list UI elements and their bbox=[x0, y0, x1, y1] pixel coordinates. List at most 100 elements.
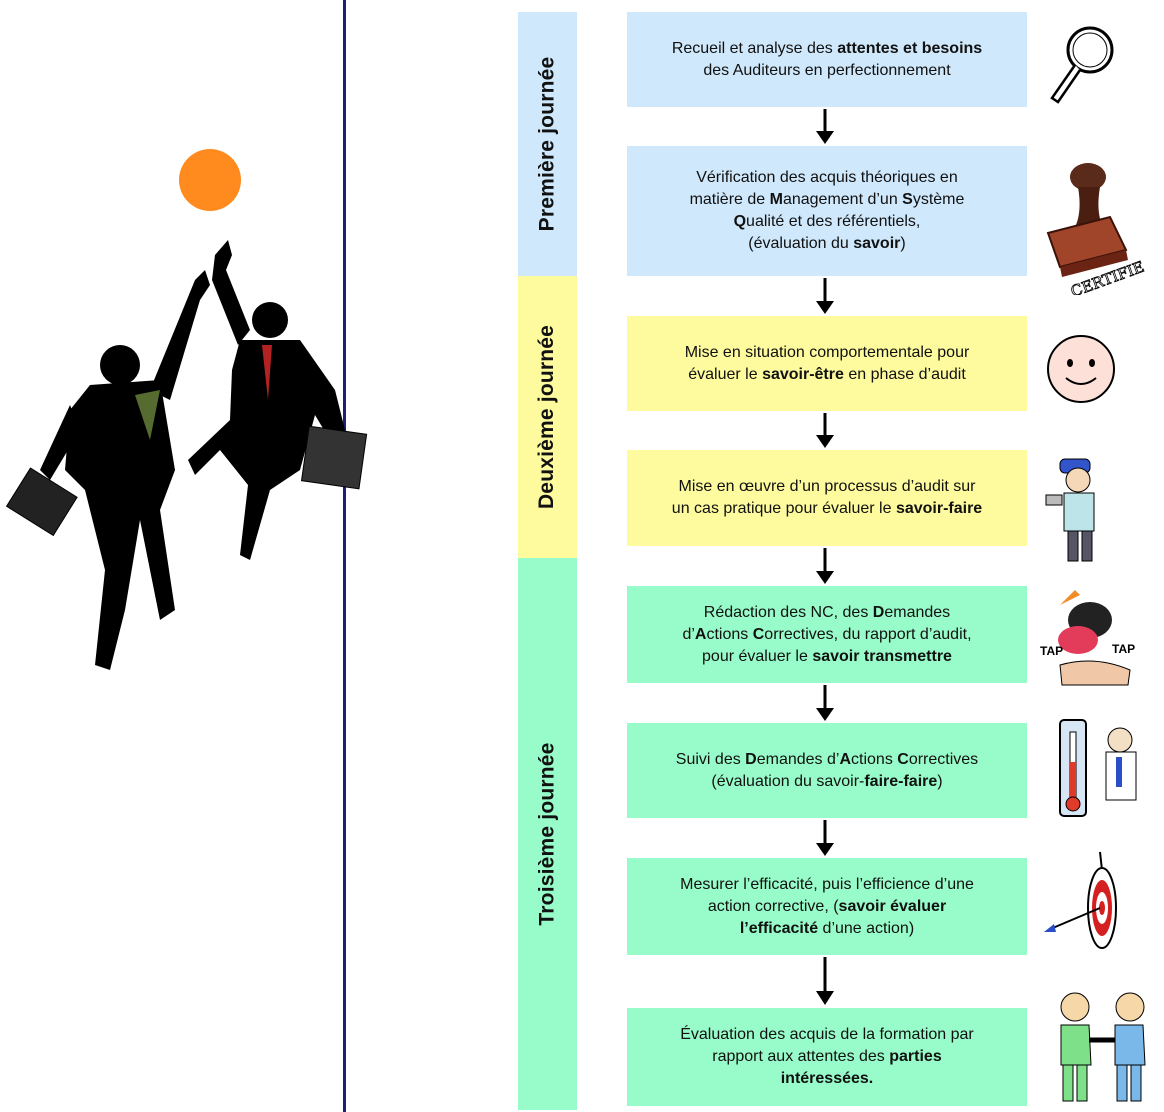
step-line: un cas pratique pour évaluer le savoir-f… bbox=[672, 498, 982, 520]
emphasis-text: A bbox=[839, 750, 852, 768]
step-line: pour évaluer le savoir transmettre bbox=[682, 646, 971, 668]
step-box-3: Mise en situation comportementale pour év… bbox=[627, 316, 1027, 411]
emphasis-text: savoir-être bbox=[762, 365, 844, 383]
step-line: rapport aux attentes des parties bbox=[680, 1046, 974, 1068]
day-label: Deuxième journée bbox=[535, 324, 559, 510]
emphasis-text: savoir évaluer bbox=[838, 897, 947, 915]
step-text: Recueil et analyse des attentes et besoi… bbox=[672, 38, 982, 82]
text-run: Rédaction des NC, des bbox=[703, 603, 873, 621]
text-run: Mise en situation comportementale pour bbox=[684, 343, 970, 361]
step-line: Vérification des acquis théoriques en bbox=[690, 167, 965, 189]
day-band-2: Deuxième journée bbox=[518, 276, 577, 558]
text-run: Mise en œuvre d’un processus d’audit sur bbox=[678, 478, 976, 495]
emphasis-text: attentes et besoins bbox=[837, 39, 983, 57]
text-run: action corrective, ( bbox=[707, 897, 839, 915]
target-dart-icon bbox=[1044, 851, 1117, 949]
svg-text:TAP: TAP bbox=[1040, 644, 1063, 658]
step-line: des Auditeurs en perfectionnement bbox=[672, 60, 982, 82]
text-run: rapport aux attentes des bbox=[712, 1048, 890, 1065]
emphasis-text: intéressées. bbox=[780, 1070, 874, 1087]
text-run: un cas pratique pour évaluer le bbox=[671, 500, 896, 517]
magnifying-glass-icon bbox=[1050, 26, 1114, 104]
step-line: Qualité et des référentiels, bbox=[690, 211, 965, 233]
step-line: Mise en œuvre d’un processus d’audit sur bbox=[672, 476, 982, 498]
handshake-icon bbox=[1060, 992, 1146, 1102]
step-box-8: Évaluation des acquis de la formation pa… bbox=[627, 1008, 1027, 1106]
step-box-6: Suivi des Demandes d’Actions Correctives… bbox=[627, 723, 1027, 818]
text-run: matière de bbox=[689, 191, 770, 208]
text-run: ualité et des référentiels, bbox=[746, 213, 921, 230]
step-box-4: Mise en œuvre d’un processus d’audit sur… bbox=[627, 450, 1027, 546]
step-box-5: Rédaction des NC, des Demandes d’Actions … bbox=[627, 586, 1027, 683]
emphasis-text: l’efficacité bbox=[739, 919, 819, 937]
text-run: pour évaluer le bbox=[702, 647, 813, 665]
step-box-7: Mesurer l’efficacité, puis l’efficience … bbox=[627, 858, 1027, 955]
step-line: Recueil et analyse des attentes et besoi… bbox=[672, 38, 982, 60]
step-text: Mesurer l’efficacité, puis l’efficience … bbox=[680, 874, 974, 940]
step-text: Rédaction des NC, des Demandes d’Actions … bbox=[682, 602, 971, 668]
text-run: Vérification des acquis théoriques en bbox=[696, 169, 958, 186]
step-line: action corrective, (savoir évaluer bbox=[680, 896, 974, 918]
step-line: intéressées. bbox=[680, 1068, 974, 1090]
emphasis-text: faire-faire bbox=[864, 772, 938, 790]
text-run: anagement d’un bbox=[782, 191, 903, 208]
emphasis-text: savoir-faire bbox=[895, 500, 983, 517]
text-run: Suivi des bbox=[675, 750, 746, 768]
text-run: emandes bbox=[884, 603, 951, 621]
step-text: Mise en situation comportementale pour év… bbox=[685, 342, 970, 386]
step-line: matière de Management d’un Système bbox=[690, 189, 965, 211]
step-line: d’Actions Correctives, du rapport d’audi… bbox=[682, 624, 971, 646]
text-run: ystème bbox=[912, 191, 965, 208]
emphasis-text: parties bbox=[889, 1048, 942, 1065]
svg-text:TAP: TAP bbox=[1112, 642, 1135, 656]
down-arrow-icon bbox=[816, 278, 834, 314]
businessmen-jumping-illustration bbox=[5, 149, 368, 670]
down-arrow-icon bbox=[816, 685, 834, 721]
briefcase-left bbox=[5, 467, 78, 537]
sun-icon bbox=[179, 149, 241, 211]
text-run: des Auditeurs en perfectionnement bbox=[703, 61, 951, 79]
down-arrow-icon bbox=[816, 413, 834, 448]
briefcase-right bbox=[300, 425, 368, 490]
step-line: Suivi des Demandes d’Actions Correctives bbox=[676, 749, 978, 771]
down-arrow-icon bbox=[816, 109, 834, 144]
down-arrow-icon bbox=[816, 957, 834, 1005]
down-arrow-icon bbox=[816, 820, 834, 856]
step-text: Suivi des Demandes d’Actions Correctives… bbox=[676, 749, 978, 793]
text-run: ctions bbox=[706, 625, 753, 643]
day-band-3: Troisième journée bbox=[518, 558, 577, 1110]
emphasis-text: M bbox=[769, 191, 783, 208]
step-line: l’efficacité d’une action) bbox=[680, 918, 974, 940]
certified-stamp-icon: CERTIFIE bbox=[1046, 163, 1147, 295]
inspector-icon bbox=[1045, 458, 1095, 562]
step-line: évaluer le savoir-être en phase d’audit bbox=[685, 364, 970, 386]
emphasis-text: C bbox=[752, 625, 765, 643]
text-run: évaluer le bbox=[688, 365, 763, 383]
emphasis-text: D bbox=[745, 750, 757, 768]
emphasis-text: C bbox=[897, 750, 909, 768]
step-text: Évaluation des acquis de la formation pa… bbox=[680, 1024, 974, 1090]
day-band-1: Première journée bbox=[518, 12, 577, 276]
vertical-divider bbox=[343, 0, 346, 1112]
emphasis-text: Q bbox=[733, 213, 747, 230]
emphasis-text: A bbox=[694, 625, 707, 643]
text-run: (évaluation du savoir- bbox=[711, 772, 865, 790]
text-run: d’une action) bbox=[818, 919, 915, 937]
step-text: Vérification des acquis théoriques en mat… bbox=[690, 167, 965, 255]
emphasis-text: D bbox=[872, 603, 885, 621]
text-run: emandes d’ bbox=[756, 750, 840, 768]
step-box-1: Recueil et analyse des attentes et besoi… bbox=[627, 12, 1027, 107]
step-line: Mesurer l’efficacité, puis l’efficience … bbox=[680, 874, 974, 896]
step-line: (évaluation du savoir-faire-faire) bbox=[676, 771, 978, 793]
text-run: ) bbox=[937, 772, 943, 790]
text-run: orrectives, du rapport d’audit, bbox=[764, 625, 972, 643]
text-run: Mesurer l’efficacité, puis l’efficience … bbox=[680, 875, 974, 893]
step-line: (évaluation du savoir) bbox=[690, 233, 965, 255]
emphasis-text: S bbox=[902, 191, 913, 208]
down-arrow-icon bbox=[816, 548, 834, 584]
step-line: Mise en situation comportementale pour bbox=[685, 342, 970, 364]
step-text: Mise en œuvre d’un processus d’audit sur… bbox=[672, 476, 982, 520]
step-line: Évaluation des acquis de la formation pa… bbox=[680, 1024, 974, 1046]
day-label: Première journée bbox=[535, 56, 559, 232]
cartoon-typing-icon: TAP TAP bbox=[1040, 590, 1135, 686]
